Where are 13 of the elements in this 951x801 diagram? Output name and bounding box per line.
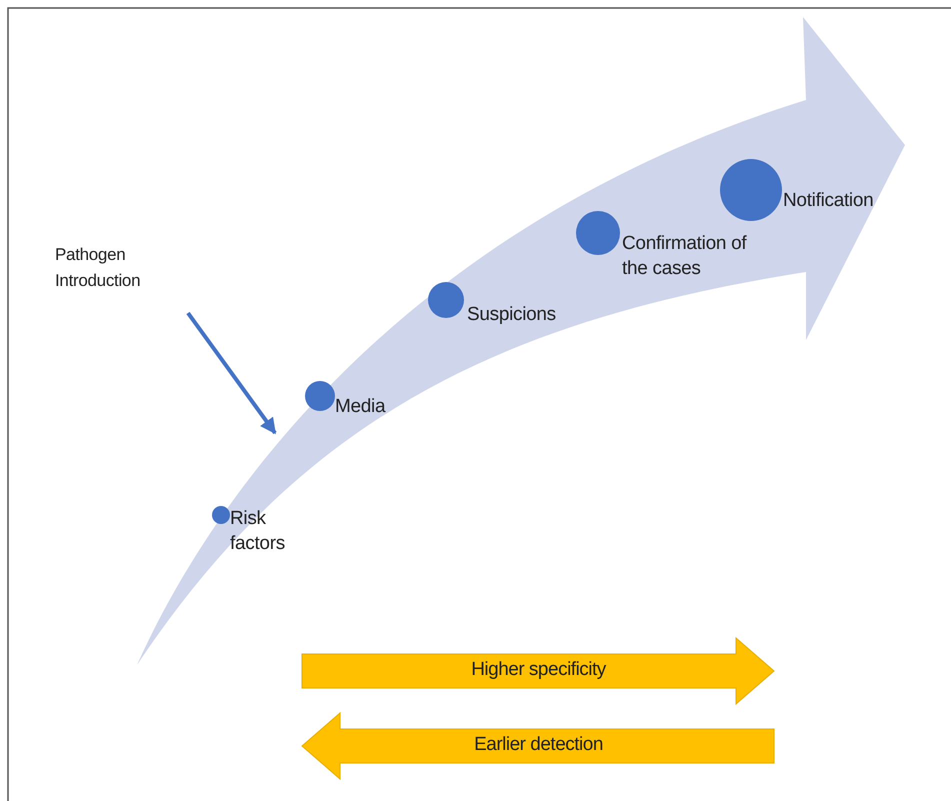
stage-label: Notification [783, 189, 874, 213]
annotation-text: Pathogen Introduction [55, 242, 195, 295]
stage-dot [212, 506, 230, 524]
stage-dot [305, 381, 335, 411]
arrow-label: Earlier detection [474, 734, 603, 755]
stage-label: Confirmation of the cases [622, 232, 748, 281]
stage-label: Media [335, 395, 386, 419]
stage-label: Risk factors [230, 507, 286, 556]
direction-arrow-shape [301, 637, 776, 705]
arrow-label: Higher specificity [471, 659, 606, 680]
direction-arrow-shape [301, 712, 776, 780]
arrow [186, 312, 277, 434]
stage-label: Suspicions [467, 303, 557, 327]
